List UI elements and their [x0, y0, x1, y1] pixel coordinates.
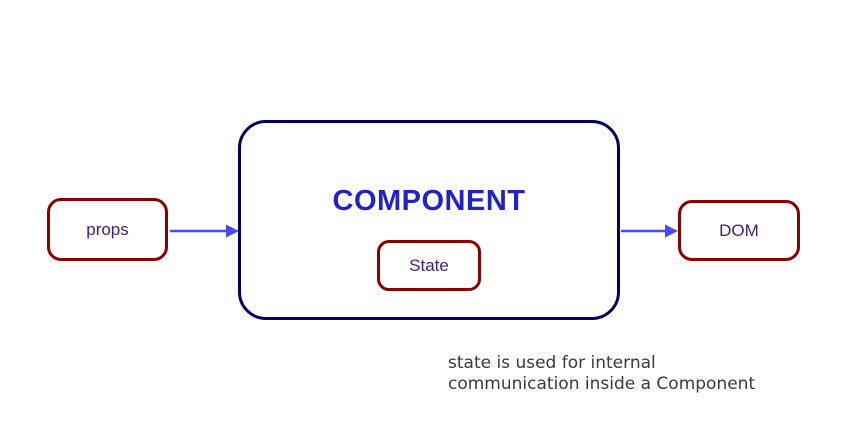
props-label: props — [86, 219, 129, 239]
caption-line-2: communication inside a Component — [448, 374, 756, 394]
component-node: COMPONENT State — [238, 120, 620, 320]
caption-text: state is used for internal communication… — [448, 353, 755, 395]
arrowhead-right-icon — [665, 224, 678, 238]
component-label: COMPONENT — [332, 185, 526, 217]
component-to-dom-arrow — [621, 224, 678, 238]
state-node: State — [377, 240, 481, 291]
caption-line-1: state is used for internal — [448, 353, 656, 373]
dom-label: DOM — [719, 220, 759, 240]
state-label: State — [409, 255, 449, 275]
dom-node: DOM — [678, 200, 800, 261]
props-to-component-arrow — [170, 224, 239, 238]
props-node: props — [47, 198, 168, 261]
